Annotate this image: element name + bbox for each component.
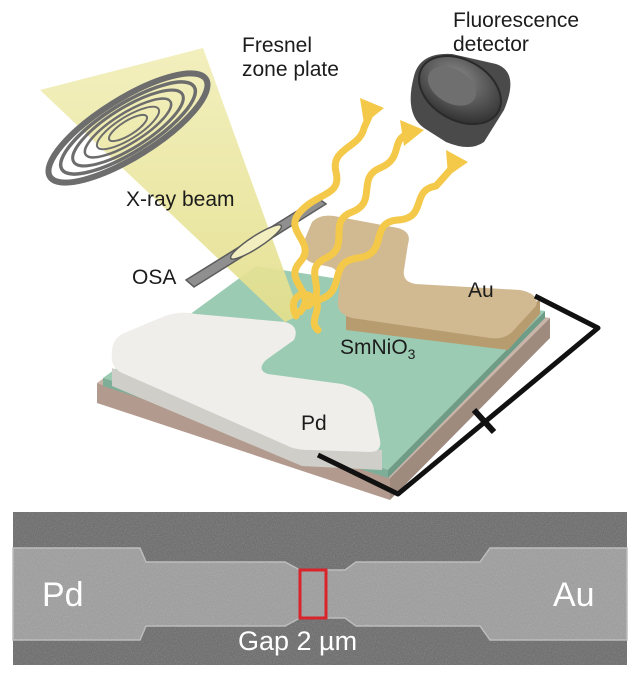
film-side-right xyxy=(388,311,545,478)
au-label: Au xyxy=(468,279,494,302)
au-pad-top xyxy=(301,215,537,339)
arrowhead-1 xyxy=(360,98,384,124)
film-label-main: SmNiO xyxy=(340,336,408,359)
gap-marker xyxy=(298,568,328,620)
substrate-left-side xyxy=(97,383,390,500)
detector-label: Fluorescence detector xyxy=(453,9,580,57)
film-label: SmNiO3 xyxy=(340,336,415,362)
sem-image xyxy=(12,512,628,665)
sem-pd-label: Pd xyxy=(42,576,84,614)
osa-label: OSA xyxy=(132,266,177,289)
film-label-subscript: 3 xyxy=(407,346,416,363)
osa-hole xyxy=(229,224,283,260)
fluorescence-emission xyxy=(289,106,456,334)
circuit-switch xyxy=(471,407,497,435)
au-pad xyxy=(301,215,540,350)
fluorescence-wave-1 xyxy=(291,106,376,316)
fresnel-zone-plate xyxy=(45,70,211,186)
gap-label: Gap 2 µm xyxy=(238,626,358,656)
osa-aperture xyxy=(184,197,328,288)
fluorescence-detector xyxy=(410,53,511,147)
arrowhead-3 xyxy=(446,150,468,176)
fluorescence-arrowheads xyxy=(360,98,468,176)
fluorescence-wave-3 xyxy=(314,164,456,304)
fluorescence-wave-2 xyxy=(304,130,412,310)
pd-pad-top xyxy=(111,312,381,452)
substrate-right-side xyxy=(390,318,550,500)
detector-window xyxy=(427,66,477,106)
sem-au-label: Au xyxy=(553,576,595,614)
sem-noise xyxy=(13,512,627,665)
circuit xyxy=(316,293,601,497)
fluorescence-wave-4 xyxy=(289,290,322,334)
pd-pad-side xyxy=(112,368,382,470)
fresnel-label: Fresnel zone plate xyxy=(242,34,339,82)
arrowhead-2 xyxy=(400,120,424,146)
pd-label: Pd xyxy=(301,412,327,435)
beam-label: X-ray beam xyxy=(126,188,235,211)
circuit-wire xyxy=(316,293,601,497)
pd-pad xyxy=(111,312,382,470)
